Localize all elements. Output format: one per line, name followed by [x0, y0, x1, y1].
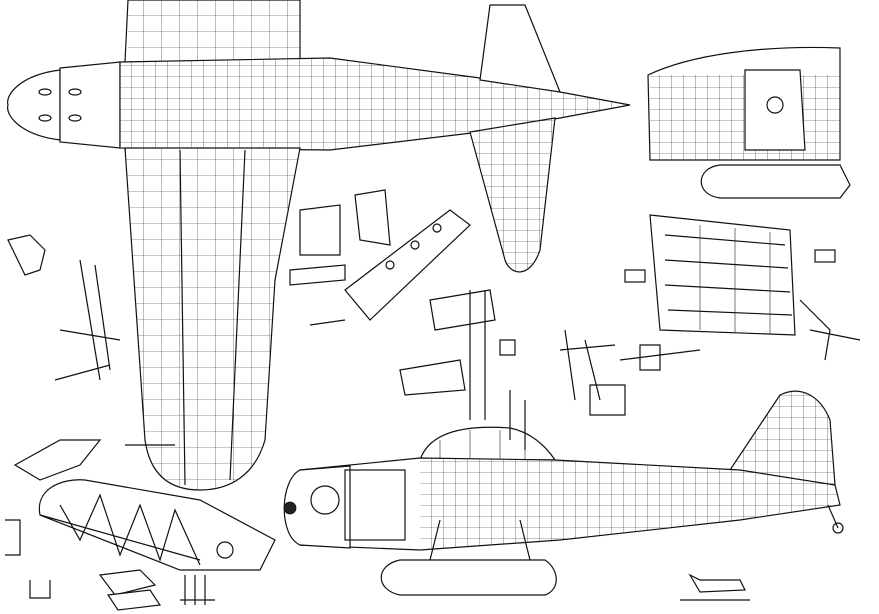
- engine-cowling-side: [283, 465, 351, 549]
- drop-tank: [700, 164, 851, 199]
- bracket-detail: [13, 439, 102, 481]
- spinner: [7, 69, 61, 141]
- propeller-hub: [283, 501, 297, 515]
- scale-bar: [680, 573, 750, 601]
- horizontal-stabilizer-top: [479, 4, 561, 93]
- tail-wheel: [832, 522, 844, 534]
- plan-view-airframe: [7, 0, 631, 491]
- wing-spar-detail: [624, 214, 861, 361]
- cowling: [59, 61, 121, 149]
- wing-section-detail: [38, 479, 276, 571]
- strut-detail: [344, 209, 471, 321]
- component-details: [5, 189, 750, 611]
- cockpit-detail: [647, 46, 851, 199]
- side-view-cutaway: [283, 390, 844, 596]
- belly-tank: [380, 559, 557, 596]
